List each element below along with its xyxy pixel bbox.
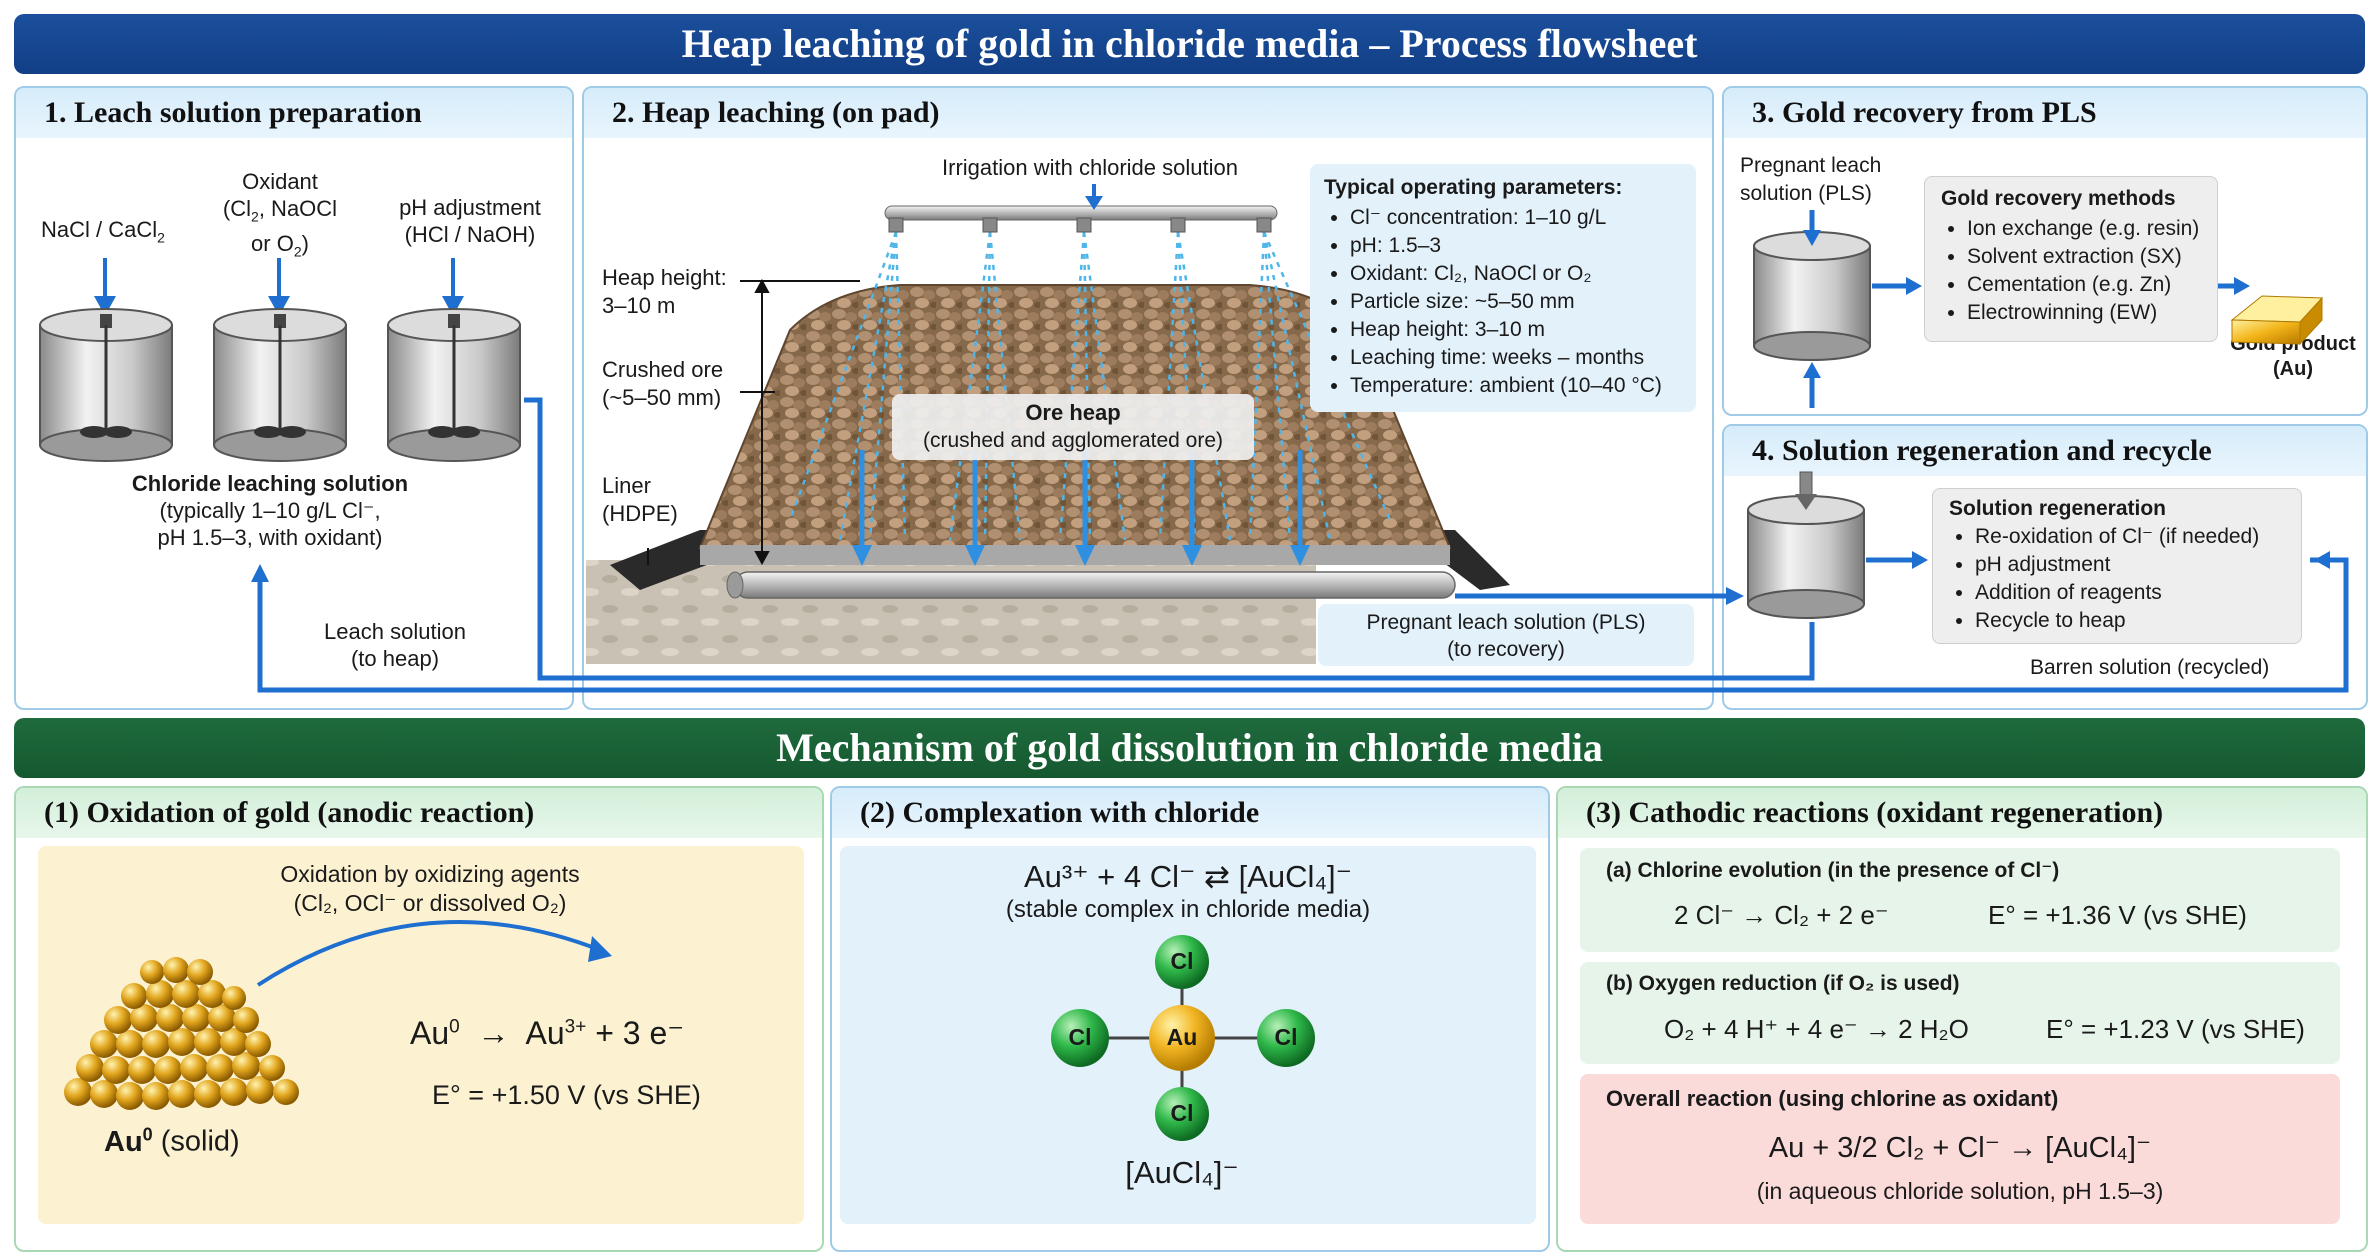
oxidant-label: Oxidant (Cl2, NaOCl or O2) (222, 169, 338, 260)
oxidation-equation: Au0 → Au3+ + 3 e⁻ (410, 1015, 685, 1051)
liner-label: Liner(HDPE) (602, 473, 678, 526)
param-item: Temperature: ambient (10–40 °C) (1350, 372, 1696, 400)
recovery-method-item: Cementation (e.g. Zn) (1967, 271, 2217, 299)
gold-bar-icon (2230, 295, 2324, 346)
flowsheet-header: Heap leaching of gold in chloride media … (14, 14, 2365, 74)
chloride-solution-label: Chloride leaching solution (typically 1–… (131, 471, 409, 550)
recovery-method-item: Electrowinning (EW) (1967, 299, 2217, 327)
percolation-arrows (852, 450, 1310, 566)
param-item: Oxidant: Cl₂, NaOCl or O₂ (1350, 260, 1696, 288)
atom-cl-right: Cl (1274, 1024, 1298, 1050)
sprinkler-nozzles (888, 217, 1272, 233)
chlorine-atom-top (1155, 935, 1209, 989)
regeneration-vessel (1747, 471, 1865, 619)
atom-cl-top: Cl (1170, 948, 1194, 974)
irrigation-feed-arrow (1085, 184, 1103, 210)
param-item: Heap height: 3–10 m (1350, 316, 1696, 344)
mixing-tank-2 (213, 308, 347, 462)
complexation-equation: Au³⁺ + 4 Cl⁻ ⇄ [AuCl₄]⁻ (1023, 859, 1353, 894)
pls-to-recovery-label: Pregnant leach solution (PLS) (to recove… (1318, 604, 1694, 666)
gold-atom-center (1149, 1005, 1215, 1071)
oxidizing-agents-label: Oxidation by oxidizing agents(Cl₂, OCl⁻ … (280, 861, 580, 916)
atom-cl-left: Cl (1068, 1024, 1092, 1050)
flow-piping-overlay (251, 210, 2349, 693)
overall-reaction-box: Overall reaction (using chlorine as oxid… (1580, 1074, 2340, 1224)
operating-parameters-box: Typical operating parameters: Cl⁻ concen… (1310, 164, 1696, 412)
atom-au-center: Au (1166, 1024, 1198, 1050)
solution-regeneration-box: Solution regeneration Re-oxidation of Cl… (1932, 488, 2302, 644)
regeneration-item: Re-oxidation of Cl⁻ (if needed) (1975, 523, 2301, 551)
regeneration-item: Addition of reagents (1975, 579, 2301, 607)
complex-formula-label: [AuCl₄]⁻ (1125, 1155, 1239, 1190)
recovery-method-item: Solvent extraction (SX) (1967, 243, 2217, 271)
ph-adjustment-label: pH adjustment (HCl / NaOH) (399, 195, 541, 247)
recovery-vessel (1753, 231, 1871, 361)
oxygen-reduction-box: (b) Oxygen reduction (if O₂ is used) O₂ … (1580, 962, 2340, 1064)
param-item: Cl⁻ concentration: 1–10 g/L (1350, 204, 1696, 232)
heap-height-label: Heap height:3–10 m (602, 265, 727, 318)
irrigation-label: Irrigation with chloride solution (942, 155, 1238, 180)
flow-arrowheads (251, 230, 2330, 605)
chlorine-evolution-box: (a) Chlorine evolution (in the presence … (1580, 848, 2340, 952)
barren-solution-label: Barren solution (recycled) (2030, 656, 2270, 679)
panel-title: 1. Leach solution preparation (16, 88, 572, 138)
reagent-nacl-label: NaCl / CaCl2 (41, 217, 165, 246)
panel-title: (2) Complexation with chloride (832, 788, 1548, 838)
mechanism-header: Mechanism of gold dissolution in chlorid… (14, 718, 2365, 778)
chlorine-atom-right (1257, 1009, 1315, 1067)
oxidation-arrow (256, 920, 601, 987)
aucl4-complex-structure (1051, 935, 1315, 1141)
solid-gold-label: Au0 (solid) (104, 1124, 240, 1158)
param-item: pH: 1.5–3 (1350, 232, 1696, 260)
gold-nugget-pile (64, 920, 612, 1110)
heap-height-dimension (647, 278, 860, 566)
crushed-ore-label: Crushed ore(~5–50 mm) (602, 357, 724, 410)
complexation-note: (stable complex in chloride media) (1005, 896, 1371, 923)
mixing-tank-1 (39, 308, 173, 462)
param-item: Leaching time: weeks – months (1350, 344, 1696, 372)
panel-title: (1) Oxidation of gold (anodic reaction) (16, 788, 822, 838)
operating-parameters-list: Cl⁻ concentration: 1–10 g/L pH: 1.5–3 Ox… (1328, 204, 1696, 400)
gold-recovery-methods-box: Gold recovery methods Ion exchange (e.g.… (1924, 176, 2218, 342)
recovery-method-item: Ion exchange (e.g. resin) (1967, 215, 2217, 243)
chlorine-atom-left (1051, 1009, 1109, 1067)
param-item: Particle size: ~5–50 mm (1350, 288, 1696, 316)
mixing-tank-3 (387, 308, 521, 462)
leach-solution-to-heap-label: Leach solution (to heap) (324, 619, 466, 671)
panel-title: 3. Gold recovery from PLS (1724, 88, 2366, 138)
drainage-layer (700, 545, 1450, 565)
atom-cl-bottom: Cl (1170, 1100, 1194, 1126)
oxidation-potential: E° = +1.50 V (vs SHE) (432, 1080, 701, 1110)
panel-title: 2. Heap leaching (on pad) (584, 88, 1712, 138)
reagent-feed-arrows (94, 258, 464, 316)
regeneration-item: Recycle to heap (1975, 607, 2301, 635)
chlorine-atom-bottom (1155, 1087, 1209, 1141)
gold-particles (64, 957, 299, 1110)
ore-heap-label: Ore heap (crushed and agglomerated ore) (892, 394, 1254, 460)
panel-title: (3) Cathodic reactions (oxidant regenera… (1558, 788, 2366, 838)
regeneration-item: pH adjustment (1975, 551, 2301, 579)
mixing-tanks-diagram (39, 258, 521, 462)
process-flow-lines (257, 210, 2349, 693)
panel-title: 4. Solution regeneration and recycle (1724, 426, 2366, 476)
